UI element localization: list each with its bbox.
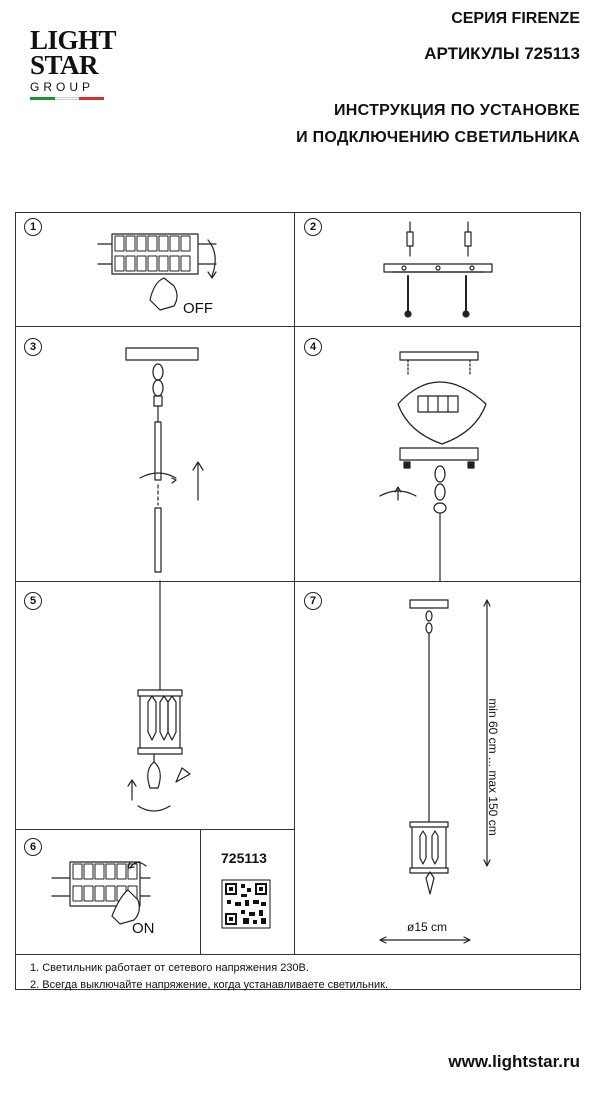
step-6-breaker-illustration: [51, 861, 151, 925]
grid-divider-row1: [15, 326, 581, 327]
grid-divider-vertical: [294, 212, 295, 829]
step-5-number: 5: [24, 592, 42, 610]
step-1-number: 1: [24, 218, 42, 236]
note-item: 1. Светильник работает от сетевого напря…: [30, 962, 309, 974]
instruction-title: ИНСТРУКЦИЯ ПО УСТАНОВКЕ И ПОДКЛЮЧЕНИЮ СВ…: [296, 97, 580, 151]
notes-list: 1. Светильник работает от сетевого напря…: [30, 960, 388, 994]
instruction-line-1: ИНСТРУКЦИЯ ПО УСТАНОВКЕ: [333, 102, 580, 119]
step-7-diameter-label: ø15 cm: [407, 920, 448, 934]
website-link[interactable]: www.lightstar.ru: [448, 1052, 580, 1071]
grid-divider-notes: [15, 954, 581, 955]
grid-divider-step6: [200, 829, 201, 954]
step-7-height-label-box: min 60 cm ... max 150 cm: [483, 680, 503, 860]
step-5-lamp-illustration: [127, 580, 191, 812]
series-title: СЕРИЯ FIRENZE: [451, 10, 580, 27]
instruction-grid: [15, 212, 581, 990]
step-7-dimensions-illustration: [379, 599, 491, 944]
logo-word-light: LIGHT: [30, 25, 117, 55]
step-1-off-label: OFF: [183, 300, 213, 317]
step-2-mounting-bar-illustration: [383, 221, 493, 318]
instruction-line-2: И ПОДКЛЮЧЕНИЮ СВЕТИЛЬНИКА: [296, 129, 580, 146]
step-6-number: 6: [24, 838, 42, 856]
logo-word-group: GROUP: [30, 80, 95, 94]
step-4-number: 4: [304, 338, 322, 356]
step-7-height-label: min 60 cm ... max 150 cm: [486, 698, 500, 836]
grid-divider-row2: [15, 581, 581, 582]
step-7-number: 7: [304, 592, 322, 610]
note-item: 2. Всегда выключайте напряжение, когда у…: [30, 979, 389, 991]
brand-logo: LIGHT STAR GROUP: [30, 25, 117, 100]
article-code: 725113: [221, 850, 267, 866]
articles-title: АРТИКУЛЫ 725113: [424, 44, 580, 63]
step-4-wiring-illustration: [379, 351, 487, 582]
step-2-number: 2: [304, 218, 322, 236]
grid-divider-row3: [15, 829, 295, 830]
qr-code: [221, 879, 271, 929]
step-3-canopy-rods-illustration: [125, 347, 204, 573]
logo-word-star: STAR: [30, 50, 99, 80]
step-3-number: 3: [24, 338, 42, 356]
step-6-on-label: ON: [132, 920, 155, 937]
grid-divider-step6b: [294, 829, 295, 954]
logo-flag-stripe: [30, 97, 105, 100]
step-1-breaker-illustration: [97, 233, 217, 311]
